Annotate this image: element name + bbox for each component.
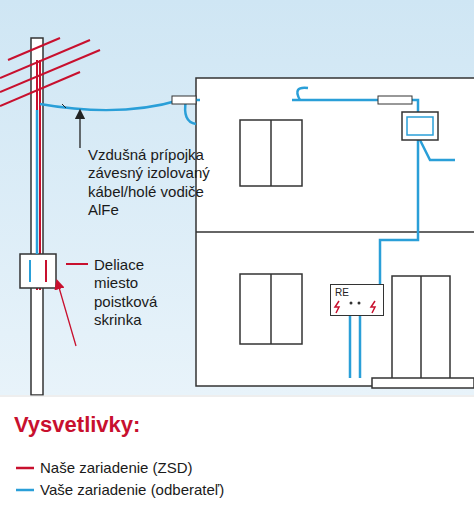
customer-wire: [37, 88, 455, 378]
meter-box: RE: [330, 284, 384, 316]
callout-label: Vzdušná prípojka závesný izolovaný kábel…: [88, 146, 228, 219]
leader-line: [66, 263, 88, 265]
leader-line: [58, 284, 76, 346]
fuse-box: [20, 254, 56, 288]
meter-symbols: [331, 299, 385, 315]
house: [196, 78, 474, 388]
wall-bracket: [378, 96, 412, 104]
legend-sample: [16, 489, 34, 492]
meter-label: RE: [331, 285, 383, 300]
legend-text: Vaše zariadenie (odberateľ): [40, 481, 224, 499]
pole: [0, 38, 100, 395]
leader-line: [79, 114, 80, 148]
legend-text: Naše zariadenie (ZSD): [40, 459, 193, 477]
callout-label: Deliace miesto poistková skrinka: [94, 256, 186, 329]
legend-title: Vysvetlivky:: [14, 412, 314, 439]
legend-sample: [16, 467, 34, 470]
wall-bracket: [172, 96, 196, 104]
switch-box: [402, 112, 438, 140]
